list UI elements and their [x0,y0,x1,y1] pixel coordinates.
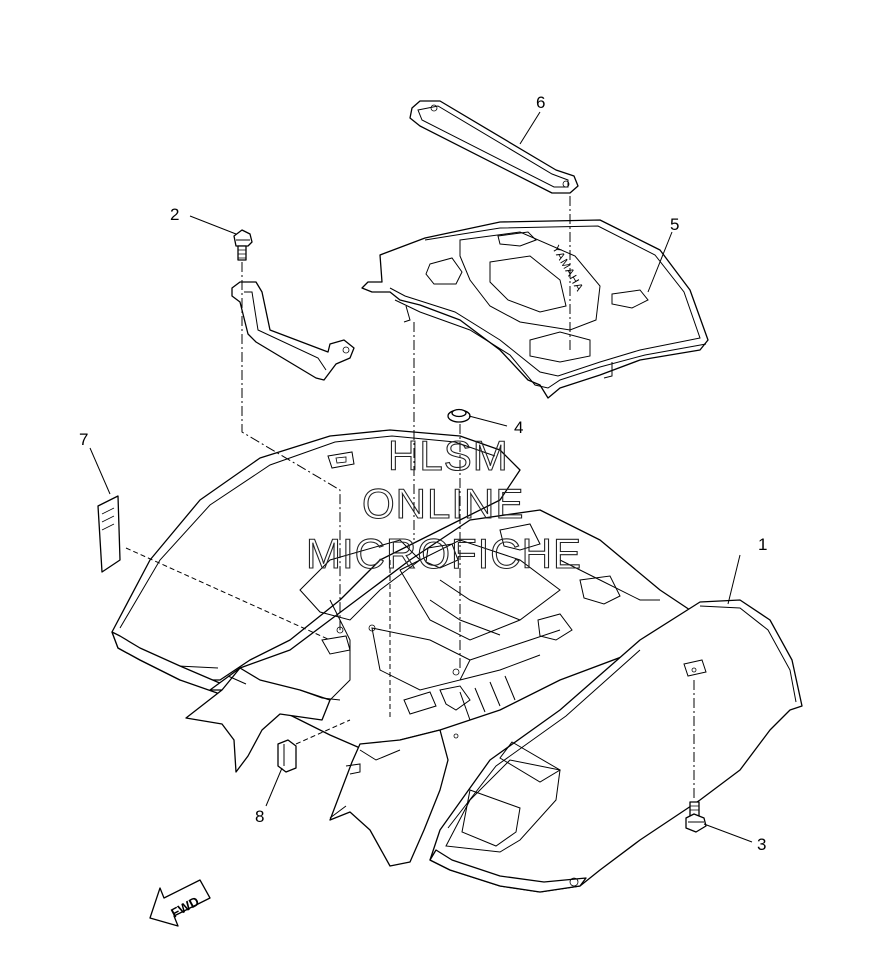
callout-7: 7 [79,430,88,449]
callout-3: 3 [757,835,766,854]
part-8-clip [277,739,297,773]
callout-6: 6 [536,93,545,112]
callout-2: 2 [170,205,179,224]
callout-5: 5 [670,215,679,234]
watermark: HLSM ONLINE MICROFICHE [305,431,582,577]
callout-1: 1 [758,535,767,554]
callout-numbers: 1 2 3 4 5 6 7 8 [79,93,767,854]
watermark-line-1: HLSM [388,432,509,479]
watermark-line-2: ONLINE [362,480,524,527]
assembly-lines [125,196,695,800]
part-1-rear-fender [111,429,803,893]
part-2-bolt [233,229,253,261]
leader-lines [89,111,753,843]
part-3-bolt [685,801,707,833]
watermark-line-3: MICROFICHE [306,530,582,577]
part-6-strip [409,100,579,194]
stay-bracket [231,281,355,381]
callout-8: 8 [255,807,264,826]
part-7-label [97,495,121,573]
fwd-direction-arrow: FWD [149,879,211,927]
part-4-grommet [447,408,471,423]
callout-4: 4 [514,418,523,437]
part-5-rear-cover: YAMAHA [361,219,709,399]
